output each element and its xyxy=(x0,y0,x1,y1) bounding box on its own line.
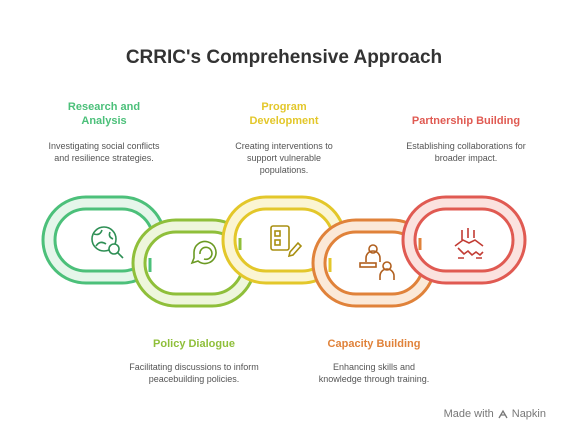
step-label-policy: Policy Dialogue xyxy=(153,338,235,350)
step-label-partnership: Partnership Building xyxy=(411,115,521,127)
teacher-students-icon xyxy=(359,244,395,280)
step-description-capacity: Enhancing skills and knowledge through t… xyxy=(318,362,430,384)
step-description-partnership: Establishing collaborations for broader … xyxy=(406,141,526,163)
step-label-capacity: Capacity Building xyxy=(327,338,421,350)
speech-bubble-icon xyxy=(190,240,217,265)
made-with-napkin-watermark[interactable]: Made with Napkin xyxy=(444,408,546,420)
step-description-program: Creating interventions to support vulner… xyxy=(235,141,333,175)
step-label-program: Program Development xyxy=(249,101,319,127)
step-description-research: Investigating social conflicts and resil… xyxy=(48,141,160,163)
globe-magnifier-icon xyxy=(91,226,124,259)
diagram-title: CRRIC's Comprehensive Approach xyxy=(125,47,443,68)
watermark-brand: Napkin xyxy=(511,408,546,420)
step-label-research: Research and Analysis xyxy=(67,101,141,127)
watermark-prefix: Made with xyxy=(443,408,494,420)
handshake-icon xyxy=(454,228,484,259)
step-description-policy: Facilitating discussions to inform peace… xyxy=(129,362,259,384)
napkin-logo-icon xyxy=(498,409,508,419)
document-pen-icon xyxy=(270,225,303,258)
